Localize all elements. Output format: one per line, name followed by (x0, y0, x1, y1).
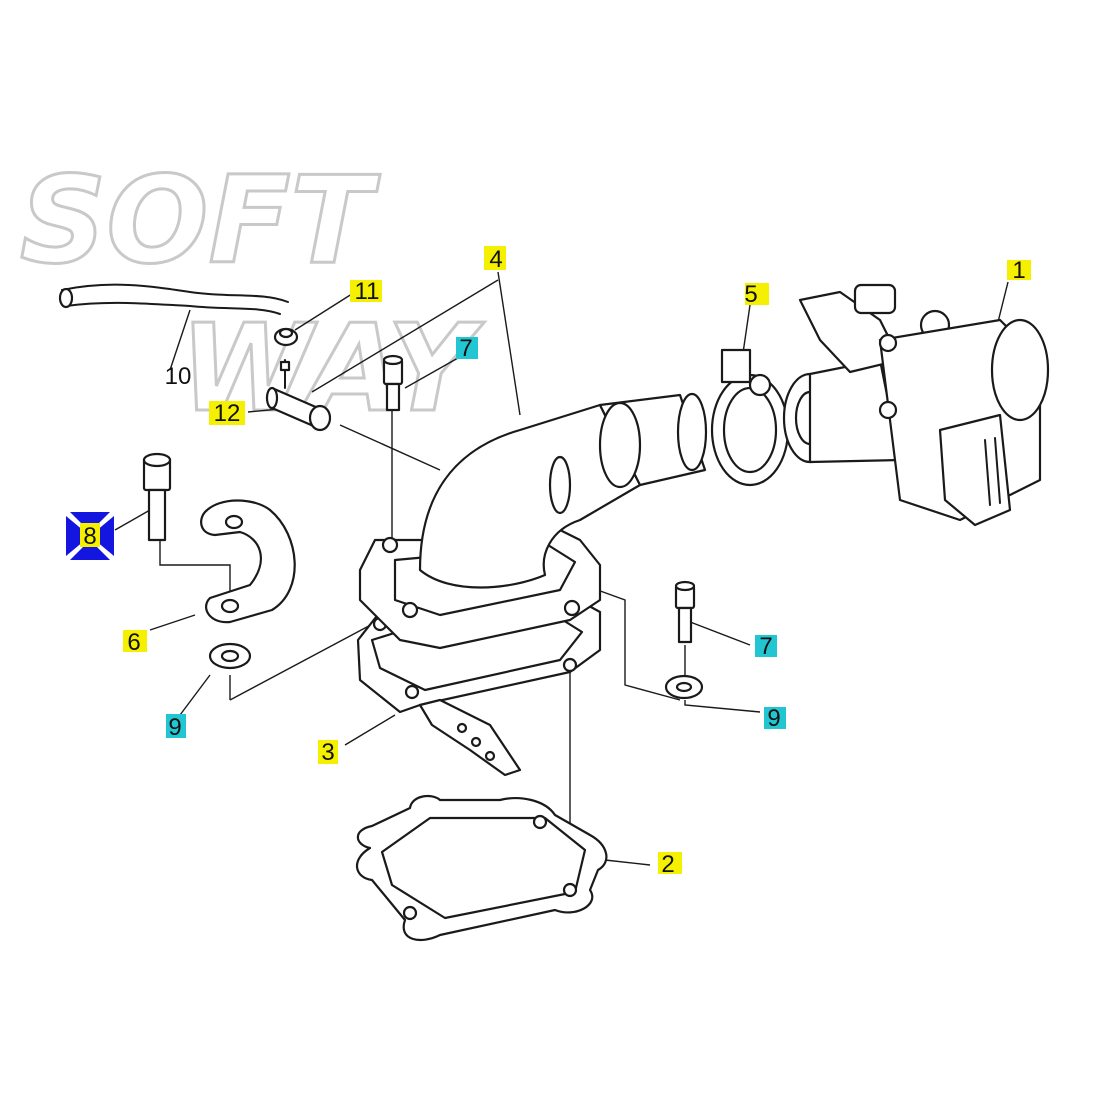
callout-7b-text: 7 (759, 633, 772, 660)
bracket-part-6 (200, 499, 296, 624)
washer-part-9-right (664, 674, 704, 700)
callout-12-text: 12 (214, 400, 241, 427)
hose-clamp-part-5 (710, 348, 790, 487)
callout-1[interactable]: 1 (1007, 257, 1031, 284)
callout-7-upper[interactable]: 7 (456, 335, 478, 362)
callout-4[interactable]: 4 (484, 246, 506, 273)
callout-11-text: 11 (355, 278, 380, 305)
callout-10-text: 10 (165, 363, 192, 390)
callout-9-left[interactable]: 9 (166, 714, 186, 741)
bolt-part-7-lower (674, 580, 696, 644)
callout-3[interactable]: 3 (318, 739, 338, 766)
intake-manifold-part-4 (358, 392, 708, 650)
callout-4-text: 4 (489, 246, 502, 273)
hose-part-10 (58, 283, 289, 315)
callout-9a-text: 9 (168, 714, 181, 741)
bolt-part-8 (142, 452, 172, 542)
callout-5-text: 5 (744, 281, 757, 308)
clip-part-11 (273, 327, 299, 347)
callout-7a-text: 7 (459, 335, 472, 362)
callout-7-lower[interactable]: 7 (755, 633, 777, 660)
callouts: 1 2 3 4 5 6 7 7 (66, 246, 1031, 878)
callout-10[interactable]: 10 (165, 363, 192, 390)
watermark-line1: SOFT (20, 152, 380, 291)
callout-8[interactable]: 8 (66, 512, 114, 560)
throttle-body-part-1 (782, 283, 1050, 527)
callout-6[interactable]: 6 (123, 629, 147, 656)
callout-9-right[interactable]: 9 (764, 705, 786, 732)
bolt-part-7-upper (382, 354, 404, 412)
callout-3-text: 3 (321, 739, 334, 766)
callout-11[interactable]: 11 (350, 278, 382, 305)
callout-5[interactable]: 5 (744, 281, 769, 308)
callout-1-text: 1 (1012, 257, 1025, 284)
watermark: SOFT WAY (19, 151, 487, 441)
callout-2[interactable]: 2 (658, 851, 682, 878)
callout-9b-text: 9 (767, 705, 780, 732)
gasket-part-2 (356, 794, 608, 942)
callout-12[interactable]: 12 (209, 400, 245, 427)
connector-part-12 (265, 359, 332, 432)
callout-6-text: 6 (127, 629, 140, 656)
washer-part-9-left (208, 642, 252, 670)
callout-8-text: 8 (83, 523, 96, 550)
callout-2-text: 2 (661, 851, 674, 878)
